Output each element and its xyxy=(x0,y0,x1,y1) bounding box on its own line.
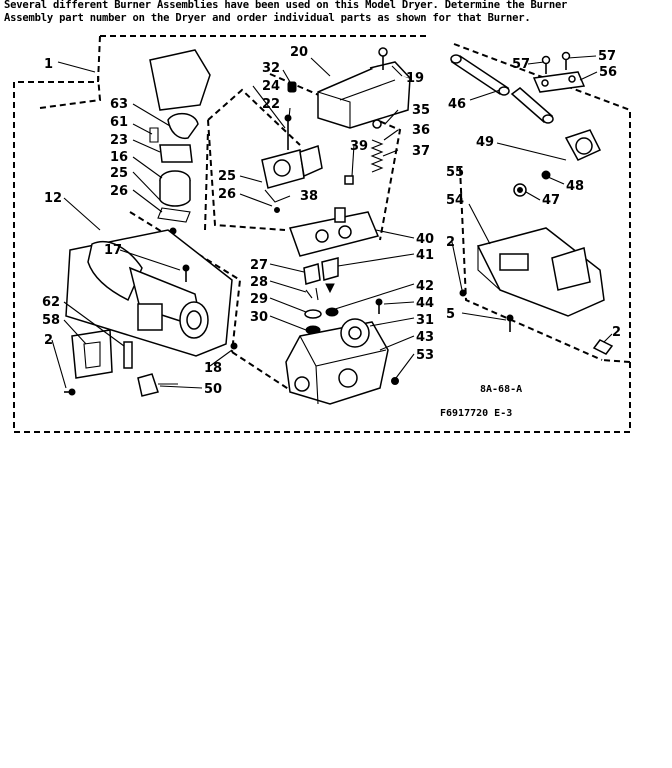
callout-46: 46 xyxy=(448,97,466,112)
callout-40: 40 xyxy=(416,232,434,247)
callout-56: 56 xyxy=(599,65,617,80)
crossover-tube xyxy=(450,54,554,124)
callout-42: 42 xyxy=(416,279,434,294)
callout-43: 43 xyxy=(416,330,434,345)
callout-37: 37 xyxy=(412,144,430,159)
valve-top-plate xyxy=(289,207,380,257)
coil-switch xyxy=(261,114,323,213)
callout-labels: 1 20 32 24 22 19 63 61 23 16 25 26 35 36… xyxy=(42,45,621,397)
callout-29: 29 xyxy=(250,292,268,307)
callout-17: 17 xyxy=(104,243,122,258)
callout-19: 19 xyxy=(406,71,424,86)
callout-18: 18 xyxy=(204,361,222,376)
callout-54: 54 xyxy=(446,193,464,208)
valve-cover xyxy=(287,61,411,129)
callout-32: 32 xyxy=(262,61,280,76)
callout-25b: 25 xyxy=(218,169,236,184)
callout-36: 36 xyxy=(412,123,430,138)
callout-35: 35 xyxy=(412,103,430,118)
callout-2c: 2 xyxy=(612,325,621,340)
callout-30: 30 xyxy=(250,310,268,325)
callout-12: 12 xyxy=(44,191,62,206)
callout-16: 16 xyxy=(110,150,128,165)
callout-55: 55 xyxy=(446,165,464,180)
callout-25: 25 xyxy=(110,166,128,181)
callout-24: 24 xyxy=(262,79,280,94)
burner-note-line-2: Assembly part number on the Dryer and or… xyxy=(4,12,531,24)
callout-22: 22 xyxy=(262,97,280,112)
callout-5: 5 xyxy=(446,307,455,322)
flame-sensor xyxy=(513,129,602,197)
burner-note-line-1: Several different Burner Assemblies have… xyxy=(4,0,568,11)
callout-57b: 57 xyxy=(598,49,616,64)
screw-2-right xyxy=(592,339,614,355)
regulator-spring xyxy=(344,119,384,185)
callout-48: 48 xyxy=(566,179,584,194)
gas-valve-body xyxy=(285,298,399,405)
view-code: 8A-68-A xyxy=(480,384,522,395)
mounting-bracket xyxy=(64,329,133,396)
leader-lines xyxy=(51,55,613,389)
burner-bracket xyxy=(459,227,605,332)
callout-53: 53 xyxy=(416,348,434,363)
drawing-number: F6917720 E-3 xyxy=(440,408,512,419)
valve-stack-parts xyxy=(303,257,339,335)
callout-47: 47 xyxy=(542,193,560,208)
callout-27: 27 xyxy=(250,258,268,273)
orifice xyxy=(137,342,238,397)
callout-39: 39 xyxy=(350,139,368,154)
callout-26b: 26 xyxy=(218,187,236,202)
callout-38: 38 xyxy=(300,189,318,204)
callout-61: 61 xyxy=(110,115,128,130)
callout-57a: 57 xyxy=(512,57,530,72)
callout-62: 62 xyxy=(42,295,60,310)
screw-19 xyxy=(378,47,388,70)
callout-2a: 2 xyxy=(44,333,53,348)
callout-44: 44 xyxy=(416,296,434,311)
callout-49: 49 xyxy=(476,135,494,150)
callout-41: 41 xyxy=(416,248,434,263)
callout-2b: 2 xyxy=(446,235,455,250)
burner-tube xyxy=(65,229,233,357)
tube-clamp xyxy=(532,51,586,93)
callout-26: 26 xyxy=(110,184,128,199)
callout-58: 58 xyxy=(42,313,60,328)
igniter-assembly xyxy=(149,49,211,235)
callout-1: 1 xyxy=(44,57,53,72)
callout-20: 20 xyxy=(290,45,308,60)
callout-63: 63 xyxy=(110,97,128,112)
callout-28: 28 xyxy=(250,275,268,290)
callout-50: 50 xyxy=(204,382,222,397)
callout-31: 31 xyxy=(416,313,434,328)
callout-23: 23 xyxy=(110,133,128,148)
